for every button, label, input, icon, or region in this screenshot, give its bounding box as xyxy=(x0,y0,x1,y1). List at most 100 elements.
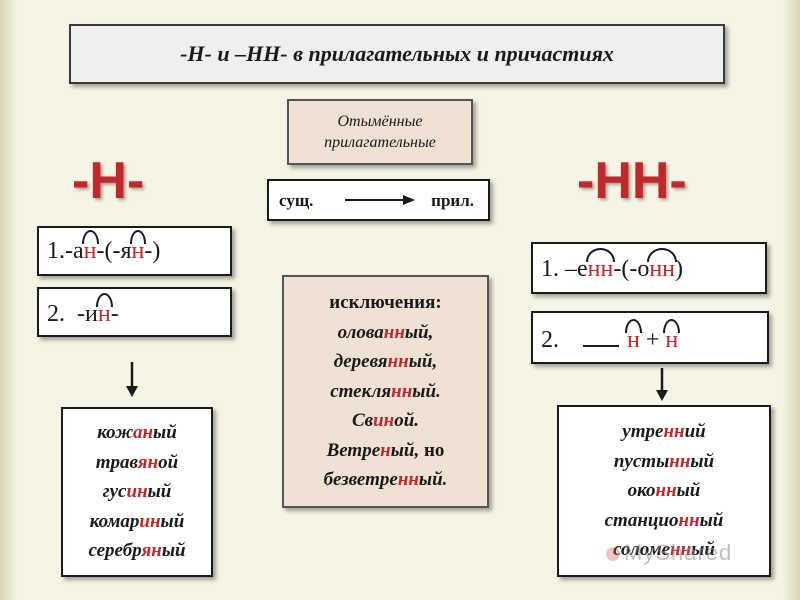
word-part: ый xyxy=(690,450,715,472)
word-part: ой xyxy=(158,451,179,473)
suffix-letters: нн xyxy=(585,248,616,282)
suffix-letter: н xyxy=(95,293,113,327)
word-part: комар xyxy=(89,510,140,532)
rule-single-n-2: 2. -ин- xyxy=(37,287,232,337)
word-part: безветре xyxy=(323,469,398,491)
otymennye-line1: Отымённые xyxy=(337,113,423,130)
example-word: станционный xyxy=(605,506,724,536)
watermark-logo-icon xyxy=(606,547,620,562)
word-part: ый xyxy=(691,539,715,561)
rule-single-n-1: 1.-ан-(-ян-) xyxy=(37,226,232,276)
highlighted-suffix: н xyxy=(380,439,391,461)
highlighted-suffix: нн xyxy=(655,480,677,502)
rule-text: 1. –е xyxy=(541,256,588,282)
example-word: кожаный xyxy=(97,418,177,448)
word-part: око xyxy=(627,480,656,502)
word-part: соломе xyxy=(613,539,671,561)
suffix-letter: н xyxy=(129,230,147,264)
highlighted-suffix: ян xyxy=(137,451,159,473)
word-part: ый xyxy=(147,481,172,503)
word-part: трав xyxy=(95,451,138,473)
exceptions-heading: исключения: xyxy=(329,292,442,314)
highlighted-suffix: ин xyxy=(373,410,395,432)
word-part: ый xyxy=(153,422,177,444)
highlighted-suffix: ан xyxy=(132,422,154,444)
highlighted-suffix: нн xyxy=(387,351,409,373)
example-word: комариный xyxy=(90,507,185,537)
plus-sign: + xyxy=(639,327,666,353)
example-word: соломенный xyxy=(613,535,715,565)
rule-text: -(-о xyxy=(613,256,650,282)
right-arrow-icon xyxy=(345,195,415,205)
word-part: деревя xyxy=(333,351,388,373)
page-title: -Н- и –НН- в прилагательных и причастиях xyxy=(69,24,725,84)
exceptions-box: исключения: олованный,деревянный,стеклян… xyxy=(282,275,489,508)
rule-text: 2. -и xyxy=(47,301,98,327)
word-part: гус xyxy=(102,481,127,503)
noun-label: сущ. xyxy=(279,191,314,210)
word-part: ий xyxy=(684,421,706,443)
suffix-letters: нн xyxy=(647,248,677,282)
word-part: олова xyxy=(337,321,384,343)
root-underline xyxy=(583,327,619,347)
down-arrow-icon xyxy=(126,362,138,397)
rule-text: ) xyxy=(675,256,684,282)
highlighted-suffix: нн xyxy=(391,380,413,402)
highlighted-suffix: нн xyxy=(663,421,685,443)
example-word: Свиной. xyxy=(352,406,419,436)
page-title-text: -Н- и –НН- в прилагательных и причастиях xyxy=(180,41,614,66)
conjunction: но xyxy=(419,439,445,461)
word-part: ый xyxy=(699,509,724,531)
word-part: ый, xyxy=(408,351,438,373)
example-word: безветренный. xyxy=(324,465,448,495)
rule-text: -) xyxy=(144,238,161,264)
rule-text: 2. xyxy=(541,327,577,353)
noun-to-adj-box: сущ. прил. xyxy=(267,179,490,221)
word-part: ой. xyxy=(394,410,420,432)
rule-double-n-2: 2. н + н xyxy=(531,311,769,364)
word-part: ый xyxy=(676,480,701,502)
word-part: ый, xyxy=(390,439,420,461)
suffix-letter: н xyxy=(663,319,681,353)
example-word: оконный xyxy=(628,476,701,506)
example-word: деревянный, xyxy=(334,347,437,377)
rule-text: - xyxy=(110,301,119,327)
page-edge-right xyxy=(782,0,800,600)
example-word: стеклянный. xyxy=(330,377,441,407)
word-part: станцио xyxy=(604,509,679,531)
highlighted-suffix: ин xyxy=(139,510,161,532)
word-part: стекля xyxy=(330,380,392,402)
watermark: MyShared xyxy=(606,540,732,566)
word-part: ый xyxy=(160,510,185,532)
otymennye-box: Отымённые прилагательные xyxy=(287,99,473,165)
highlighted-suffix: нн xyxy=(678,509,700,531)
single-n-heading: -Н- xyxy=(72,152,145,210)
word-part: серебр xyxy=(88,540,142,562)
word-part: Св xyxy=(351,410,374,432)
highlighted-suffix: ин xyxy=(126,481,148,503)
rule-text: -(-я xyxy=(96,238,132,264)
word-part: ый xyxy=(161,540,186,562)
highlighted-suffix: нн xyxy=(670,539,692,561)
example-word: утренний xyxy=(622,417,705,447)
word-part: ый. xyxy=(418,469,448,491)
example-word: олованный, xyxy=(338,318,434,348)
highlighted-suffix: нн xyxy=(669,450,691,472)
example-word: травяной xyxy=(96,448,178,478)
word-part: Ветре xyxy=(326,439,381,461)
down-arrow-icon xyxy=(656,368,668,401)
otymennye-line2: прилагательные xyxy=(324,134,436,151)
word-part: ый. xyxy=(412,380,441,402)
root-letter: н xyxy=(625,319,642,353)
highlighted-suffix: нн xyxy=(383,321,405,343)
double-n-heading: -НН- xyxy=(577,152,687,210)
word-part: кож xyxy=(97,422,133,444)
rule-double-n-1: 1. –енн-(-онн) xyxy=(531,242,767,294)
page-edge-left xyxy=(0,0,18,600)
example-word: серебряный xyxy=(88,536,185,566)
highlighted-suffix: нн xyxy=(397,469,419,491)
example-word: гусиный xyxy=(103,477,172,507)
suffix-letter: н xyxy=(81,230,99,264)
